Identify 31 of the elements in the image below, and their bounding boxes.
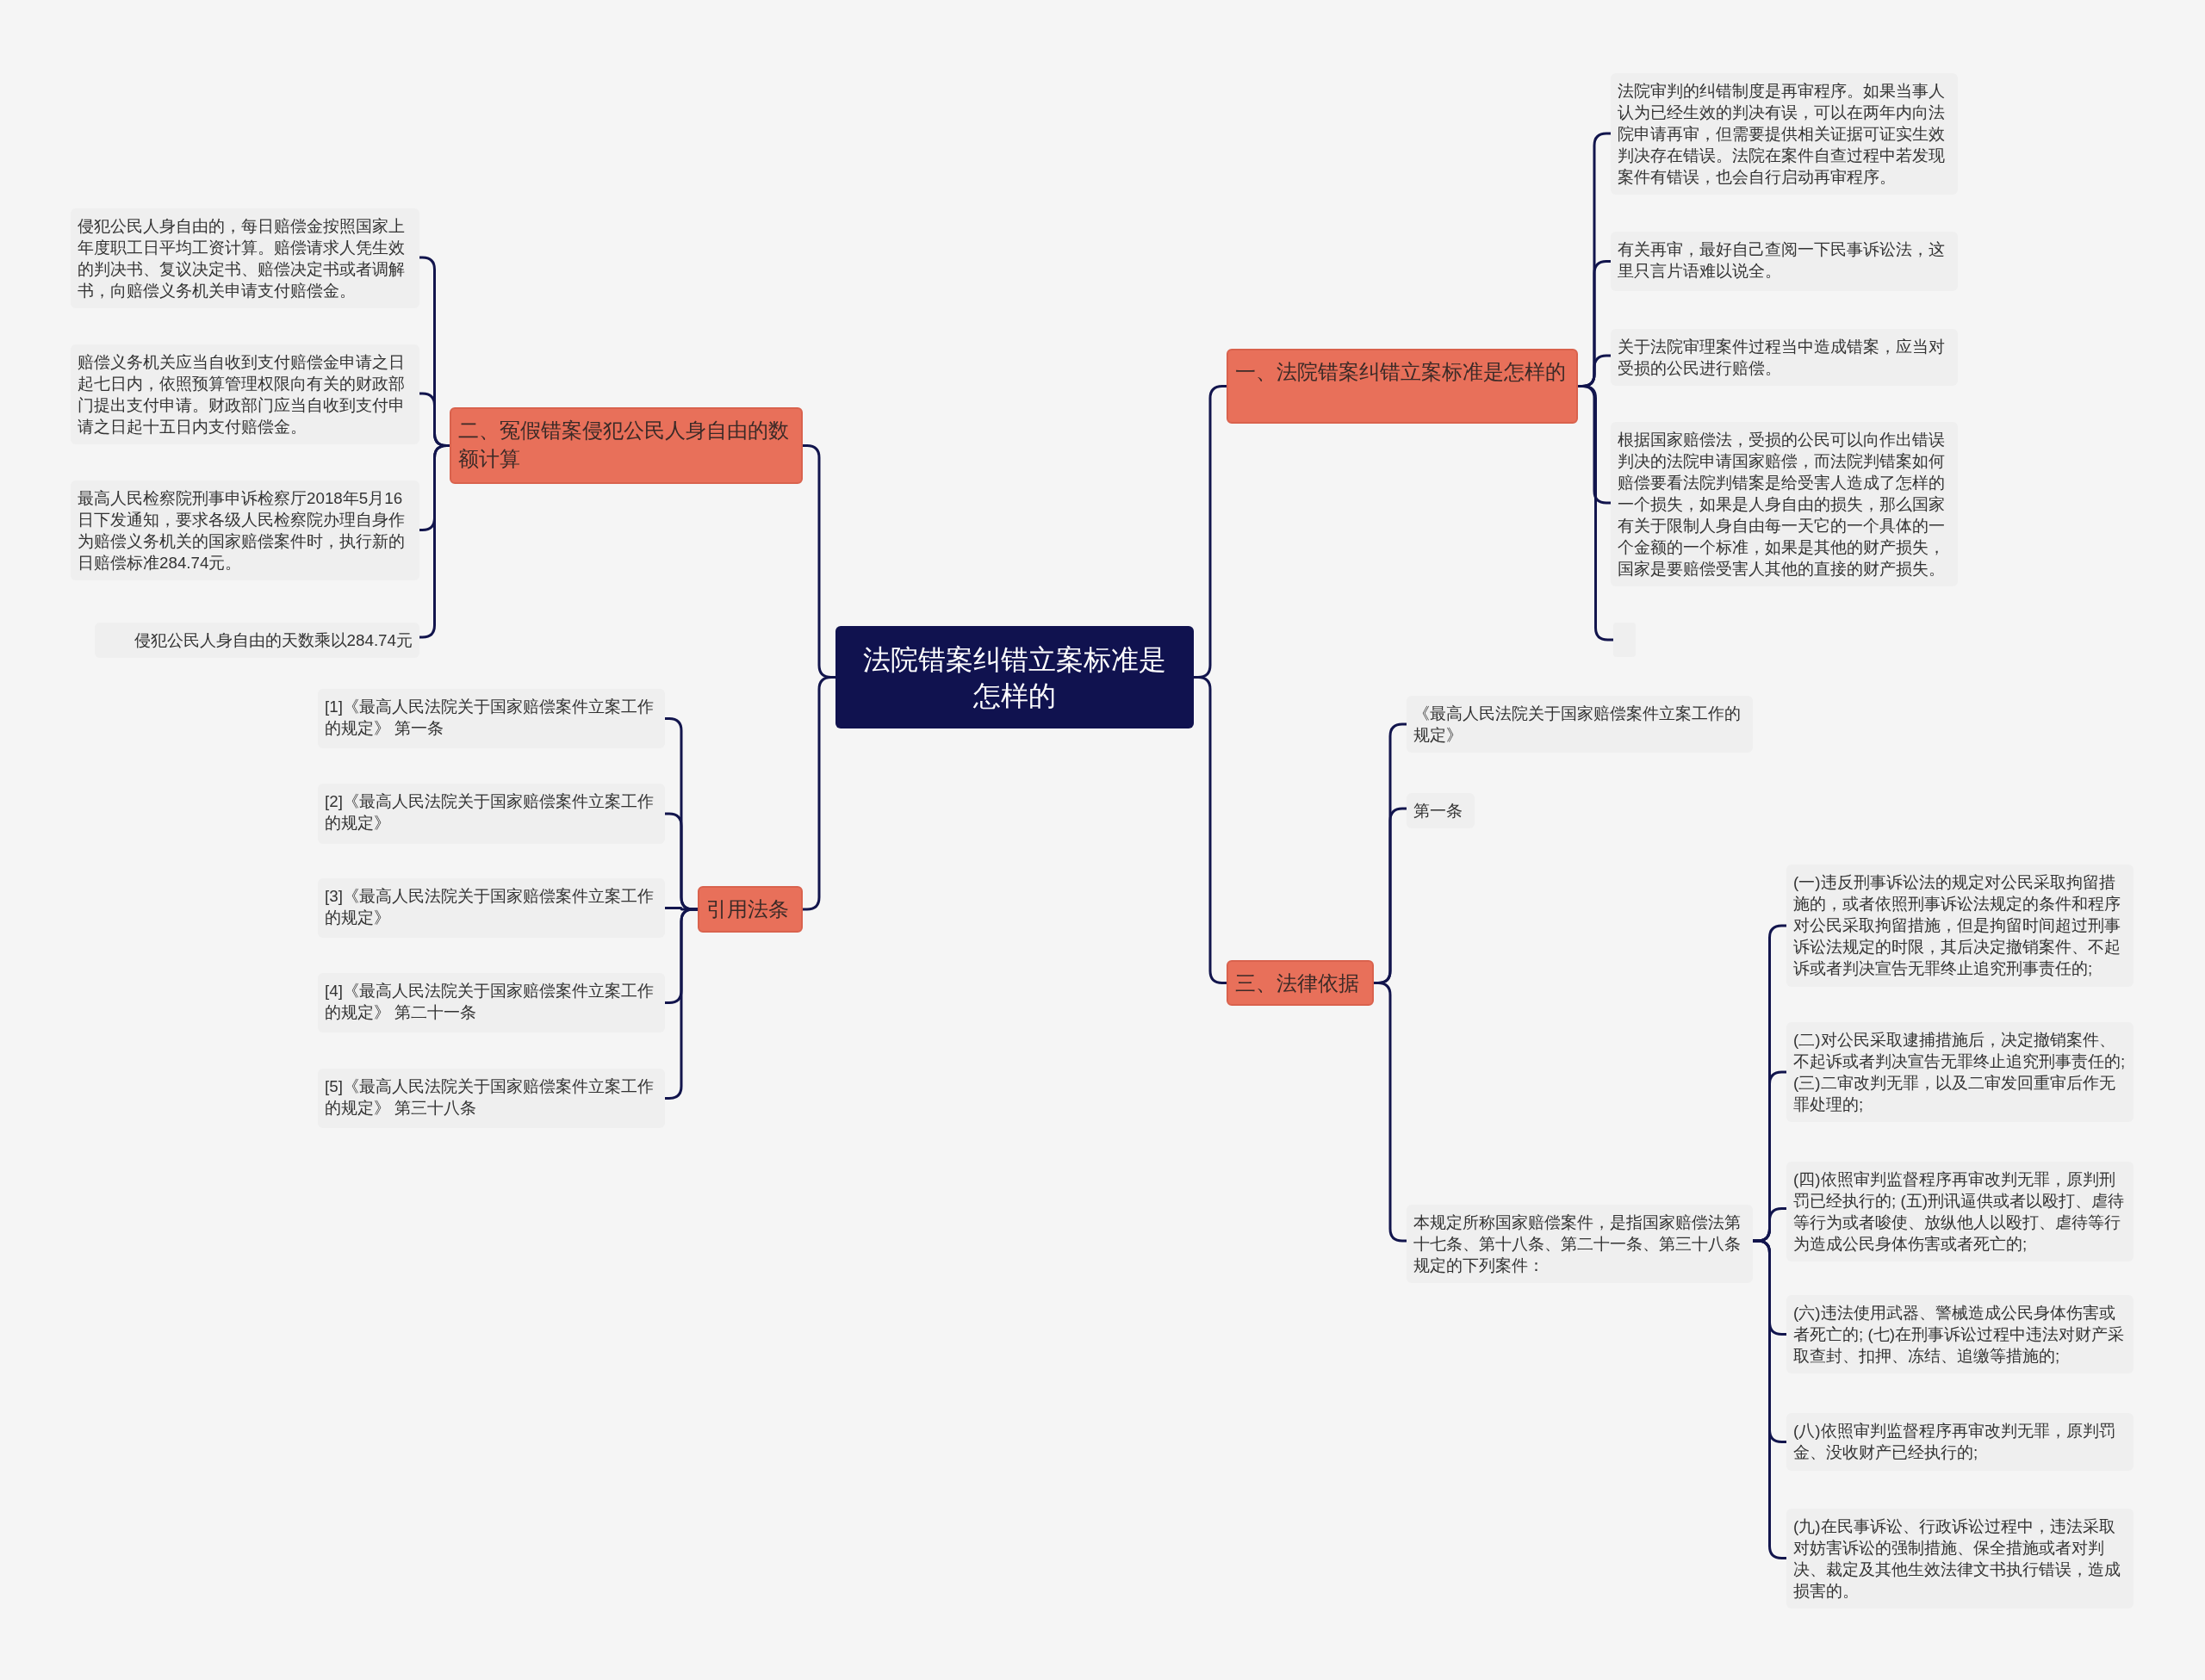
connector-line bbox=[665, 908, 698, 1100]
topic-box: 三、法律依据 bbox=[1227, 960, 1374, 1006]
note-box: (八)依照审判监督程序再审改判无罪，原判罚金、没收财产已经执行的; bbox=[1786, 1413, 2134, 1471]
note-box: 赔偿义务机关应当自收到支付赔偿金申请之日起七日内，依照预算管理权限向有关的财政部门提出支付申请。财政部门应当自收到支付申请之日起十五日内支付赔偿金。 bbox=[71, 344, 419, 444]
note-box: 侵犯公民人身自由的，每日赔偿金按照国家上年度职工日平均工资计算。赔偿请求人凭生效的判决书、复议决定书、赔偿决定书或者调解书，向赔偿义务机关申请支付赔偿金。 bbox=[71, 208, 419, 308]
note-box: [2]《最高人民法院关于国家赔偿案件立案工作的规定》 bbox=[318, 784, 665, 844]
note-box: [3]《最高人民法院关于国家赔偿案件立案工作的规定》 bbox=[318, 878, 665, 938]
note-box: 关于法院审理案件过程当中造成错案，应当对受损的公民进行赔偿。 bbox=[1611, 329, 1958, 386]
note-box: 侵犯公民人身自由的天数乘以284.74元 bbox=[95, 623, 419, 658]
empty-box bbox=[1613, 623, 1636, 657]
note-box: 第一条 bbox=[1407, 793, 1475, 828]
central-topic-box: 法院错案纠错立案标准是怎样的 bbox=[835, 626, 1194, 728]
note-box: (二)对公民采取逮捕措施后，决定撤销案件、不起诉或者判决宣告无罪终止追究刑事责任的; (三)二审改判无罪，以及二审发回重审后作无罪处理的; bbox=[1786, 1022, 2134, 1122]
note-box: 根据国家赔偿法，受损的公民可以向作出错误判决的法院申请国家赔偿，而法院判错案如何赔偿要看法院判错案是给受害人造成了怎样的一个损失，如果是人身自由的损失，那么国家有关于限制人身自由每一天它的一个具体的一个金额的一个标准，如果是其他的财产损失，国家是要赔偿受害人其他的直接的财产损失。 bbox=[1611, 422, 1958, 586]
note-box: (九)在民事诉讼、行政诉讼过程中，违法采取对妨害诉讼的强制措施、保全措施或者对判决、裁定及其他生效法律文书执行错误，造成损害的。 bbox=[1786, 1509, 2134, 1609]
note-box: (六)违法使用武器、警械造成公民身体伤害或者死亡的; (七)在刑事诉讼过程中违法对财产采取查封、扣押、冻结、追缴等措施的; bbox=[1786, 1295, 2134, 1373]
note-box: 法院审判的纠错制度是再审程序。如果当事人认为已经生效的判决有误，可以在两年内向法院申请再审，但需要提供相关证据可证实生效判决存在错误。法院在案件自查过程中若发现案件有错误，也会自行启动再审程序。 bbox=[1611, 73, 1958, 195]
topic-box: 一、法院错案纠错立案标准是怎样的 bbox=[1227, 349, 1578, 424]
note-box: [5]《最高人民法院关于国家赔偿案件立案工作的规定》 第三十八条 bbox=[318, 1069, 665, 1128]
note-box: 最高人民检察院刑事申诉检察厅2018年5月16日下发通知，要求各级人民检察院办理自身作为赔偿义务机关的国家赔偿案件时，执行新的日赔偿标准284.74元。 bbox=[71, 480, 419, 580]
note-box: (四)依照审判监督程序再审改判无罪，原判刑罚已经执行的; (五)刑讯逼供或者以殴打、虐待等行为或者唆使、放纵他人以殴打、虐待等行为造成公民身体伤害或者死亡的; bbox=[1786, 1162, 2134, 1262]
connector-line bbox=[803, 676, 835, 911]
note-box: [4]《最高人民法院关于国家赔偿案件立案工作的规定》 第二十一条 bbox=[318, 973, 665, 1032]
note-box: 有关再审，最好自己查阅一下民事诉讼法，这里只言片语难以说全。 bbox=[1611, 232, 1958, 291]
note-box: [1]《最高人民法院关于国家赔偿案件立案工作的规定》 第一条 bbox=[318, 689, 665, 748]
topic-box: 二、冤假错案侵犯公民人身自由的数额计算 bbox=[450, 407, 803, 484]
connector-line bbox=[1374, 982, 1407, 1243]
note-box: 本规定所称国家赔偿案件，是指国家赔偿法第十七条、第十八条、第二十一条、第三十八条规定的下列案件： bbox=[1407, 1205, 1753, 1283]
topic-box: 引用法条 bbox=[698, 886, 803, 933]
note-box: 《最高人民法院关于国家赔偿案件立案工作的规定》 bbox=[1407, 696, 1753, 753]
note-box: (一)违反刑事诉讼法的规定对公民采取拘留措施的，或者依照刑事诉讼法规定的条件和程序对公民采取拘留措施，但是拘留时间超过刑事诉讼法规定的时限，其后决定撤销案件、不起诉或者判决宣告无罪终止追究刑事责任的; bbox=[1786, 865, 2134, 987]
